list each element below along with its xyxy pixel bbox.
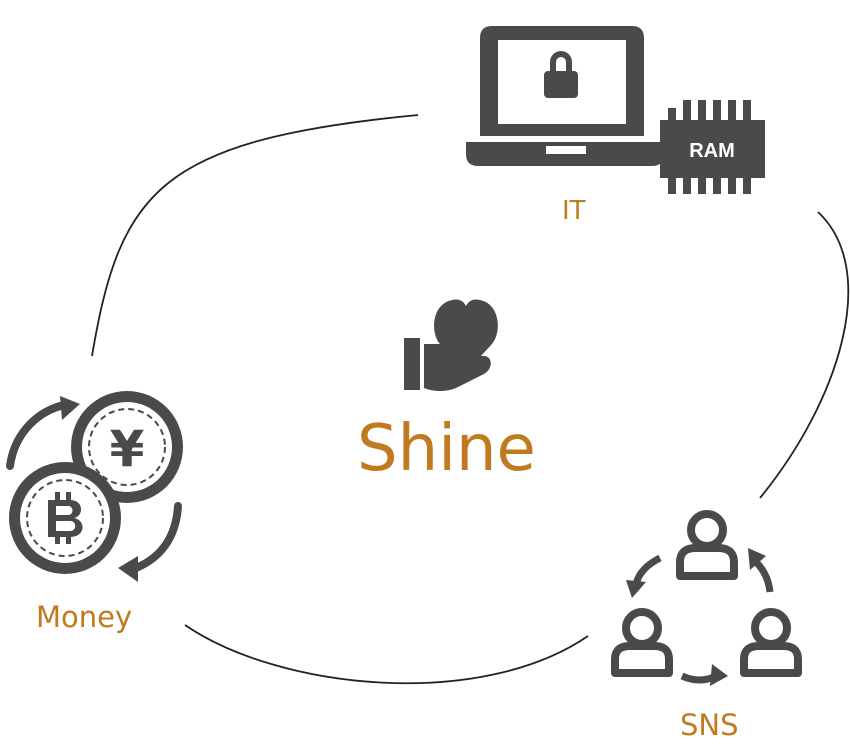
user-right-icon [740,608,802,677]
ram-chip-icon: RAM [660,100,765,194]
yen-symbol: ¥ [110,420,145,478]
user-left-icon [611,608,673,677]
money-label: Money [36,600,133,634]
exchange-arrowheads [60,396,138,582]
connector-money-sns [184,624,589,685]
connector-it-sns [759,211,850,499]
connector-money-it [91,114,419,357]
yen-coin-icon: ¥ [71,391,183,503]
user-top-icon [676,510,738,580]
it-label: IT [562,196,586,226]
ram-chip-text: RAM [689,140,735,162]
sns-cycle-arrows [626,548,774,686]
currency-exchange-icon [6,402,182,572]
sns-label: SNS [680,708,739,742]
bitcoin-coin-icon [9,462,121,574]
laptop-lock-icon [466,26,664,166]
social-network-users-icon [611,510,802,677]
hand-holding-heart-icon [404,299,498,391]
center-title: Shine [357,412,536,486]
